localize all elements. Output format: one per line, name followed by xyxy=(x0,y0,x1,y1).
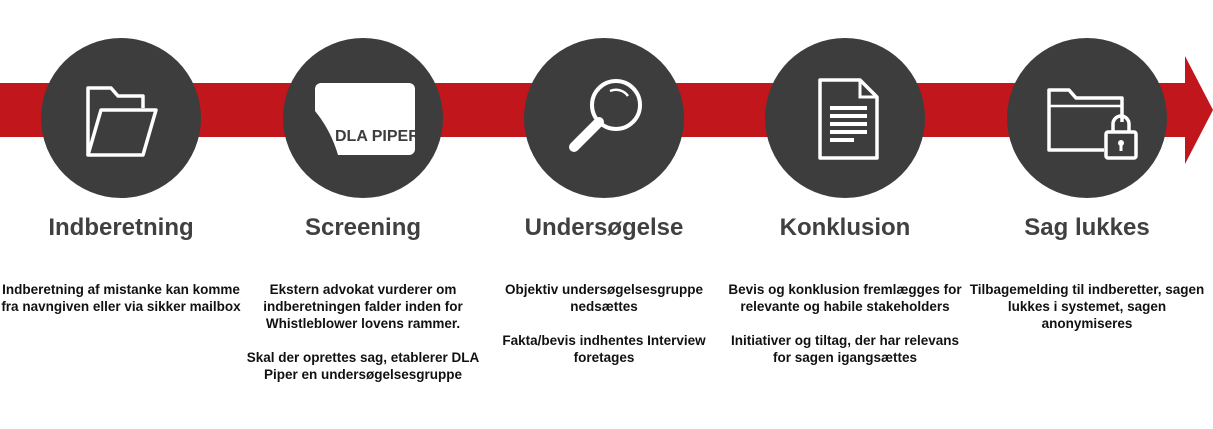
step-paragraph: Tilbagemelding til indberetter, sagen lu… xyxy=(969,282,1205,331)
step-icon-circle: DLA PIPER xyxy=(283,38,443,198)
step-icon-circle xyxy=(1007,38,1167,198)
magnifier-icon xyxy=(569,79,642,152)
step-paragraph: Indberetning af mistanke kan komme fra n… xyxy=(1,282,241,314)
step-paragraph: Bevis og konklusion fremlægges for relev… xyxy=(728,282,962,314)
step-paragraph: Ekstern advokat vurderer om indberetning… xyxy=(263,282,463,331)
step-description: Tilbagemelding til indberetter, sagen lu… xyxy=(967,281,1207,349)
step-title: Indberetning xyxy=(48,214,194,241)
step-paragraph: Initiativer og tiltag, der har relevans … xyxy=(730,333,960,365)
step-paragraph: Skal der oprettes sag, etablerer DLA Pip… xyxy=(246,350,480,382)
step-sag-lukkes: Sag lukkes Tilbagemelding til indberette… xyxy=(967,0,1207,429)
step-title: Screening xyxy=(304,214,422,241)
step-undersogelse: Undersøgelse Objektiv undersøgelsesgrupp… xyxy=(484,0,724,429)
locked-folder-icon xyxy=(1047,88,1138,160)
step-icon-circle xyxy=(765,38,925,198)
step-icon-circle xyxy=(41,38,201,198)
step-description: Ekstern advokat vurderer om indberetning… xyxy=(243,281,483,400)
step-description: Objektiv undersøgelsesgruppe nedsættes F… xyxy=(484,281,724,383)
step-paragraph: Objektiv undersøgelsesgruppe nedsættes xyxy=(504,282,704,314)
document-icon xyxy=(818,78,879,160)
step-screening: DLA PIPER Screening Ekstern advokat vurd… xyxy=(243,0,483,429)
step-paragraph: Fakta/bevis indhentes Interview foretage… xyxy=(502,333,706,365)
step-description: Bevis og konklusion fremlægges for relev… xyxy=(725,281,965,383)
step-title: Undersøgelse xyxy=(524,214,684,241)
step-konklusion: Konklusion Bevis og konklusion fremlægge… xyxy=(725,0,965,429)
dla-piper-logo: DLA PIPER xyxy=(315,83,420,155)
step-icon-circle xyxy=(524,38,684,198)
step-title: Konklusion xyxy=(779,214,911,241)
open-folder-icon xyxy=(86,86,158,157)
step-indberetning: Indberetning Indberetning af mistanke ka… xyxy=(1,0,241,429)
step-description: Indberetning af mistanke kan komme fra n… xyxy=(1,281,241,332)
step-title: Sag lukkes xyxy=(1024,214,1150,241)
logo-text: DLA PIPER xyxy=(335,128,420,145)
